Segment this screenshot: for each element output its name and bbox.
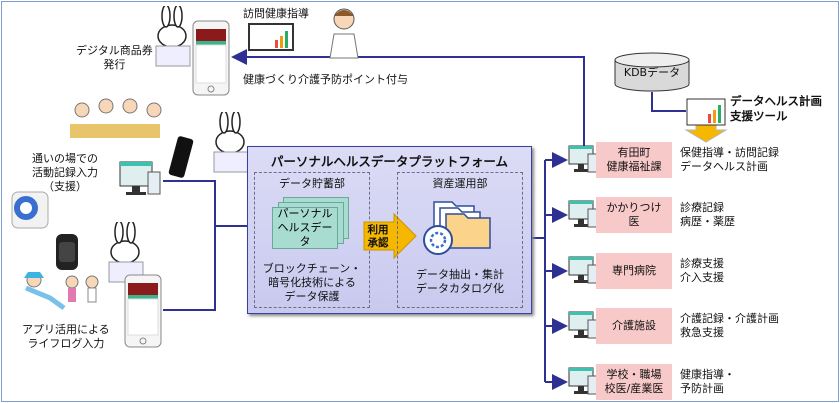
org-desc-line: 健康指導・ <box>680 368 735 381</box>
storage-title: データ貯蓄部 <box>279 177 345 190</box>
org-desc-line: 保健指導・訪問記録 <box>680 146 779 159</box>
org-desc-line: 病歴・薬歴 <box>680 215 735 228</box>
mobile-device-icon <box>168 136 194 178</box>
approve-line-2: 承認 <box>367 237 389 249</box>
org-description: 保健指導・訪問記録データヘルス計画 <box>680 146 779 174</box>
org-name-line: 有田町 <box>617 146 651 159</box>
approve-label: 利用 承認 <box>364 224 392 250</box>
app-lifelog-line-2: ライフログ入力 <box>27 337 105 350</box>
org-name-line: 学校・職場 <box>606 368 662 381</box>
meeting-place-line-2: 活動記録入力 <box>32 166 98 179</box>
support-tool-chart-icon <box>686 98 726 126</box>
org-description: 健康指導・予防計画 <box>680 368 735 396</box>
support-tool-line-1: データヘルス計画 <box>730 94 822 108</box>
rabbit-mascot-icon <box>155 6 191 67</box>
org-name-line: 健康福祉課 <box>606 160 662 173</box>
desktop-pc-icon <box>568 367 598 395</box>
blood-pressure-monitor-icon <box>11 191 49 229</box>
meeting-place-line-1: 通いの場での <box>32 152 98 165</box>
meeting-input-line <box>163 180 216 311</box>
approve-line-1: 利用 <box>367 224 389 236</box>
operation-title: 資産運用部 <box>432 177 488 190</box>
personal-health-data-doc: パーソナル ヘルスデータ <box>272 207 338 249</box>
org-school-workplace: 学校・職場校医/産業医 <box>596 364 672 400</box>
operation-desc: データ抽出・集計 データカタログ化 <box>397 268 523 296</box>
smartphone-app-icon <box>192 20 230 96</box>
org-name-line: 校医/産業医 <box>604 382 664 395</box>
nurse-icon <box>329 8 359 59</box>
smartwatch-icon <box>56 234 78 270</box>
org-desc-line: 介護記録・介護計画 <box>680 312 779 325</box>
kdb-label: KDBデータ <box>623 66 681 79</box>
app-lifelog-line-1: アプリ活用による <box>22 323 110 336</box>
tablet-chart-icon <box>248 23 294 51</box>
support-tool-line-2: 支援ツール <box>730 109 788 123</box>
desktop-pc-icon <box>568 311 598 339</box>
org-name-line: かかりつけ <box>606 201 662 214</box>
org-desc-line: 予防計画 <box>680 382 724 395</box>
exercising-people-icon <box>24 272 99 311</box>
org-desc-line: 診療支援 <box>680 257 724 270</box>
org-desc-line: データヘルス計画 <box>680 160 768 173</box>
people-meeting-icon <box>70 98 162 138</box>
kdb-database-icon <box>614 52 690 92</box>
storage-desc-line-2: 暗号化技術による <box>268 276 356 289</box>
operation-desc-line-2: データカタログ化 <box>416 282 504 295</box>
approve-arrow <box>363 212 417 260</box>
platform-title: パーソナルヘルスデータプラットフォーム <box>270 154 509 169</box>
org-care-facility: 介護施設 <box>596 308 672 344</box>
support-tool-label: データヘルス計画 支援ツール <box>730 94 822 124</box>
operation-section <box>397 172 523 308</box>
digital-voucher-line-1: デジタル商品券 <box>76 44 153 57</box>
org-desc-line: 診療記録 <box>680 201 724 214</box>
storage-desc: ブロックチェーン・ 暗号化技術による データ保護 <box>254 262 370 304</box>
points-label: 健康づくり介護予防ポイント付与 <box>243 73 408 86</box>
org-name-line: 医 <box>628 215 640 228</box>
org-description: 診療支援介入支援 <box>680 257 724 285</box>
org-description: 介護記録・介護計画救急支援 <box>680 312 779 340</box>
org-arita-health-welfare: 有田町健康福祉課 <box>596 142 672 178</box>
meeting-place-label: 通いの場での 活動記録入力 （支援） <box>32 152 98 194</box>
meeting-place-line-3: （支援） <box>43 180 87 193</box>
org-desc-line: 介入支援 <box>680 271 724 284</box>
org-family-doctor: かかりつけ医 <box>596 197 672 233</box>
org-description: 診療記録病歴・薬歴 <box>680 201 735 229</box>
digital-voucher-line-2: 発行 <box>103 58 126 71</box>
doc-label-line-1: パーソナル <box>277 207 333 220</box>
desktop-pc-icon <box>568 145 598 173</box>
folder-gear-icon <box>423 201 491 255</box>
org-name-line: 専門病院 <box>612 264 656 277</box>
desktop-pc-icon <box>568 200 598 228</box>
kdb-connector <box>651 92 686 112</box>
doc-label-line-2: ヘルスデータ <box>277 221 333 248</box>
org-desc-line: 救急支援 <box>680 326 724 339</box>
org-name-line: 介護施設 <box>612 319 656 332</box>
desktop-pc-icon <box>568 256 598 284</box>
app-lifelog-label: アプリ活用による ライフログ入力 <box>22 323 110 351</box>
storage-desc-line-3: データ保護 <box>284 290 340 303</box>
smartphone-app-icon <box>124 274 162 348</box>
rabbit-mascot-icon <box>213 112 249 173</box>
digital-voucher-label: デジタル商品券 発行 <box>76 44 153 72</box>
operation-desc-line-1: データ抽出・集計 <box>416 268 504 281</box>
desktop-pc-icon <box>119 161 161 195</box>
points-return-line <box>231 49 585 148</box>
storage-desc-line-1: ブロックチェーン・ <box>262 262 362 275</box>
visit-guidance-label: 訪問健康指導 <box>243 7 309 20</box>
org-specialist-hospital: 専門病院 <box>596 253 672 289</box>
tool-down-arrow <box>684 123 728 143</box>
